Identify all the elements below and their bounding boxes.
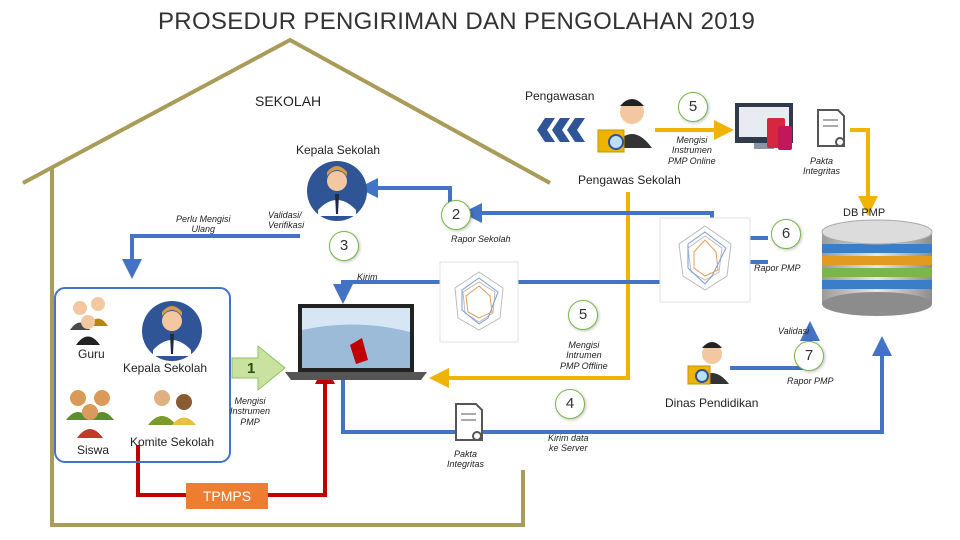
pengawas-person-icon bbox=[597, 99, 652, 153]
label-kepala-sekolah-top: Kepala Sekolah bbox=[296, 143, 381, 157]
pakta-document-bottom-icon bbox=[455, 403, 483, 441]
database-icon bbox=[821, 219, 933, 316]
label-validasi: Validasi bbox=[778, 326, 810, 336]
label-mengisi-online: Mengisi Instrumen PMP Online bbox=[668, 135, 716, 166]
radar-chart-small-center bbox=[439, 261, 519, 343]
label-mengisi-offline: Mengisi Intrumen PMP Offline bbox=[560, 340, 608, 371]
label-rapor-pmp-1: Rapor PMP bbox=[754, 263, 801, 273]
label-dinas-pendidikan: Dinas Pendidikan bbox=[665, 396, 759, 410]
kepala-sekolah-left-avatar bbox=[142, 301, 202, 361]
kepala-sekolah-top-avatar bbox=[307, 161, 367, 221]
label-guru: Guru bbox=[78, 347, 105, 361]
arrow-perlu-ulang bbox=[122, 234, 300, 279]
step-3-badge: 3 bbox=[329, 231, 359, 261]
step-4-badge: 4 bbox=[555, 389, 585, 419]
step1-green-arrow bbox=[231, 344, 286, 392]
step-1-label: 1 bbox=[247, 360, 256, 377]
komite-icon bbox=[148, 390, 196, 425]
label-db-pmp: DB PMP bbox=[843, 207, 886, 219]
laptop-icon bbox=[285, 304, 427, 380]
step-5-mid-badge: 5 bbox=[568, 300, 598, 330]
step-5-top-badge: 5 bbox=[678, 92, 708, 122]
label-pakta-integritas-top: Pakta Integritas bbox=[803, 156, 841, 177]
guru-icon bbox=[70, 297, 108, 345]
step-6-badge: 6 bbox=[771, 219, 801, 249]
house-outline bbox=[22, 37, 551, 527]
label-kirim-data-server: Kirim data ke Server bbox=[548, 433, 589, 454]
step-2-badge: 2 bbox=[441, 200, 471, 230]
arrow-tpmps bbox=[136, 368, 325, 497]
tpmps-box: TPMPS bbox=[186, 483, 268, 509]
arrow-to-server bbox=[341, 336, 892, 434]
label-siswa: Siswa bbox=[77, 443, 110, 457]
label-validasi-verifikasi: Validasi/ Verifikasi bbox=[268, 210, 305, 231]
arrow-pakta-to-db bbox=[850, 128, 878, 216]
label-pengawasan: Pengawasan bbox=[525, 89, 595, 103]
label-perlu-mengisi-ulang: Perlu Mengisi Ulang bbox=[176, 214, 231, 235]
radar-chart-small-right bbox=[659, 217, 751, 303]
label-mengisi-instrumen-pmp: Mengisi Instrumen PMP bbox=[230, 396, 271, 427]
stakeholder-group-box bbox=[54, 287, 231, 463]
pengawasan-chevrons-icon bbox=[537, 118, 585, 142]
dinas-person-icon bbox=[687, 342, 729, 385]
label-sekolah: SEKOLAH bbox=[255, 93, 322, 109]
arrow-to-kepala-top bbox=[358, 178, 452, 208]
devices-icon bbox=[735, 103, 793, 150]
label-pakta-integritas-bottom: Pakta Integritas bbox=[447, 449, 485, 470]
arrow-offline-to-laptop bbox=[429, 192, 630, 388]
label-rapor-sekolah: Rapor Sekolah bbox=[451, 234, 511, 244]
label-kirim: Kirim bbox=[357, 272, 378, 282]
label-rapor-pmp-2: Rapor PMP bbox=[787, 376, 834, 386]
siswa-icon bbox=[66, 390, 114, 438]
label-kepala-sekolah-left: Kepala Sekolah bbox=[123, 361, 208, 375]
step-7-badge: 7 bbox=[794, 341, 824, 371]
pakta-document-top-icon bbox=[817, 109, 845, 147]
label-pengawas-sekolah: Pengawas Sekolah bbox=[578, 173, 681, 187]
page-title: PROSEDUR PENGIRIMAN DAN PENGOLAHAN 2019 bbox=[158, 8, 756, 35]
label-komite-sekolah: Komite Sekolah bbox=[130, 435, 215, 449]
